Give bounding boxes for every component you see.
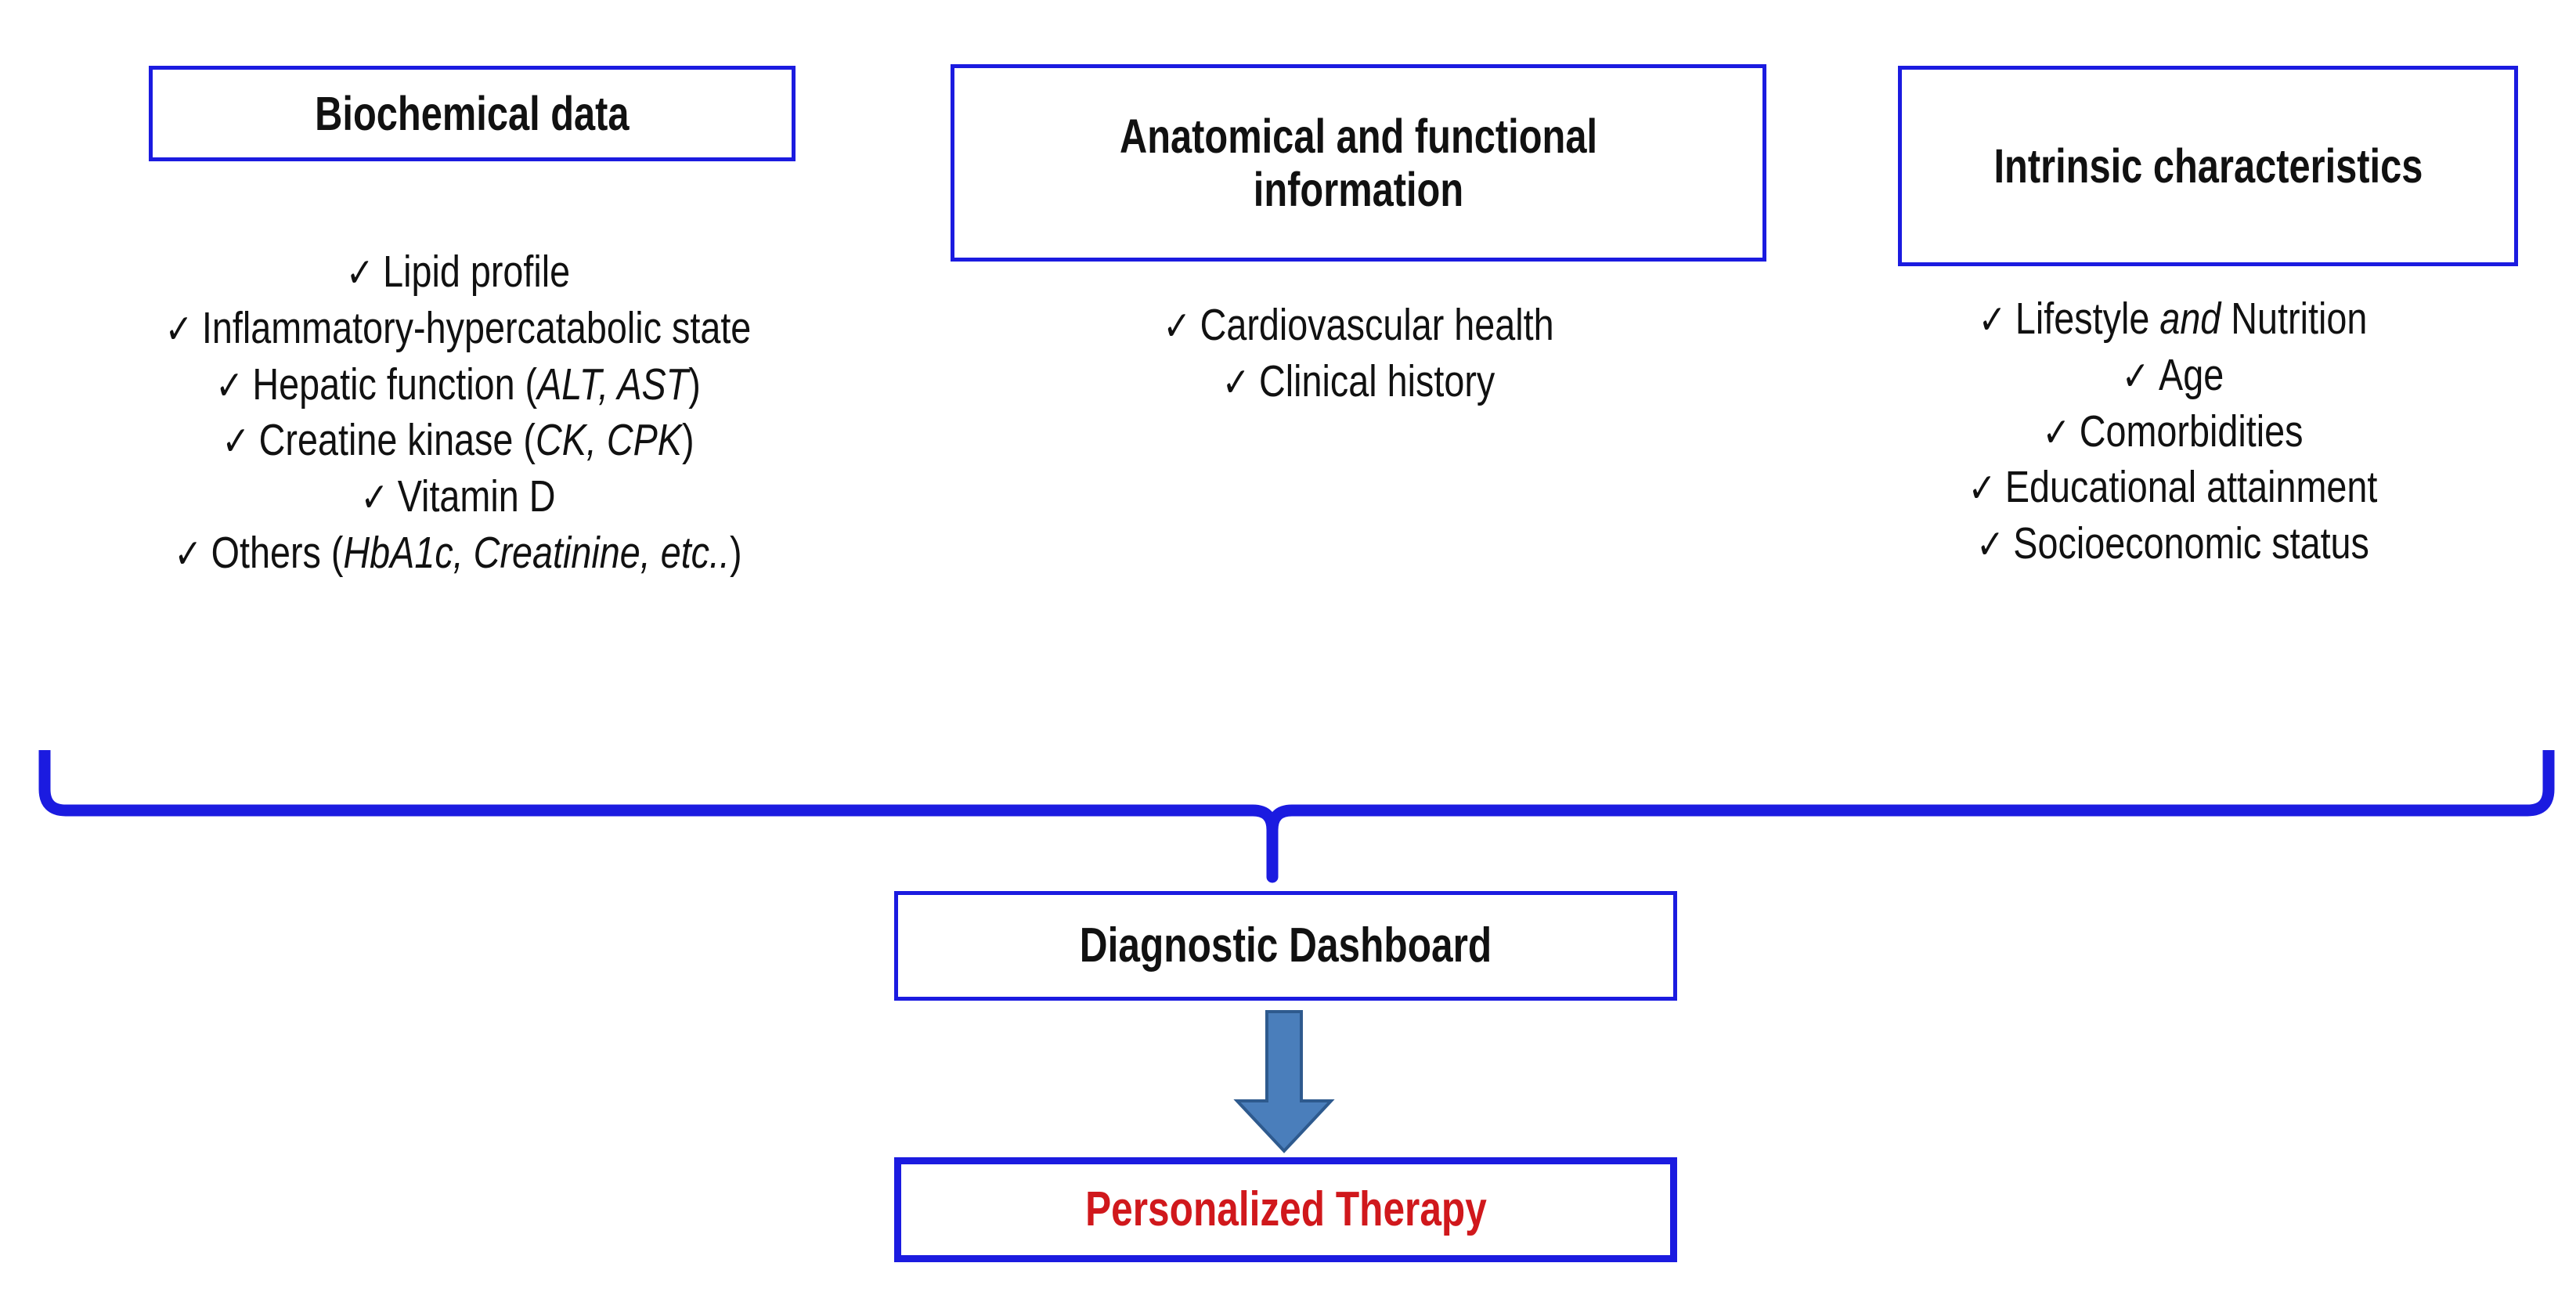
- list-item-label: Socioeconomic status: [2013, 518, 2369, 569]
- check-icon: ✓: [222, 418, 251, 466]
- list-biochemical-data: ✓Lipid profile✓Inflammatory-hypercatabol…: [0, 244, 916, 582]
- list-item-label: Lifestyle and Nutrition: [2015, 294, 2368, 344]
- check-icon: ✓: [2042, 409, 2071, 456]
- list-item: ✓Vitamin D: [82, 469, 833, 525]
- list-item: ✓Cardiovascular health: [1024, 298, 1693, 354]
- header-box-anatomical-functional-information: Anatomical and functional information: [951, 64, 1766, 262]
- list-anatomical-functional-information: ✓Cardiovascular health✓Clinical history: [951, 298, 1766, 410]
- check-icon: ✓: [1976, 521, 2004, 569]
- check-icon: ✓: [360, 474, 389, 522]
- check-icon: ✓: [1221, 359, 1250, 406]
- list-item: ✓Socioeconomic status: [1887, 516, 2459, 572]
- list-item: ✓Lipid profile: [82, 244, 833, 301]
- check-icon: ✓: [1978, 297, 2007, 344]
- list-item-label: Inflammatory-hypercatabolic state: [201, 302, 752, 353]
- list-item-label: Lipid profile: [383, 247, 571, 297]
- personalized-therapy-label: Personalized Therapy: [1084, 1182, 1487, 1237]
- check-icon: ✓: [1968, 465, 1997, 513]
- list-item-label: Educational attainment: [2004, 462, 2378, 513]
- check-icon: ✓: [1163, 303, 1192, 350]
- header-box-intrinsic-characteristics: Intrinsic characteristics: [1898, 66, 2518, 266]
- list-item: ✓Inflammatory-hypercatabolic state: [82, 301, 833, 357]
- header-box-intrinsic-characteristics-label: Intrinsic characteristics: [1993, 139, 2423, 193]
- list-intrinsic-characteristics: ✓Lifestyle and Nutrition✓Age✓Comorbiditi…: [1824, 291, 2521, 572]
- list-item-label: Hepatic function (ALT, AST): [252, 359, 701, 410]
- header-box-biochemical-data-label: Biochemical data: [315, 86, 630, 140]
- check-icon: ✓: [2121, 352, 2150, 400]
- list-item: ✓Educational attainment: [1887, 460, 2459, 516]
- diagnostic-dashboard-label: Diagnostic Dashboard: [1079, 918, 1492, 973]
- down-arrow-connector: [1233, 1010, 1335, 1153]
- check-icon: ✓: [174, 531, 203, 579]
- check-icon: ✓: [164, 305, 193, 353]
- list-item-label: Clinical history: [1258, 355, 1495, 406]
- list-item: ✓Clinical history: [1024, 354, 1693, 410]
- diagnostic-dashboard-box: Diagnostic Dashboard: [894, 891, 1677, 1001]
- list-item-label: Comorbidities: [2079, 406, 2304, 456]
- personalized-therapy-box: Personalized Therapy: [894, 1157, 1677, 1262]
- list-item: ✓Comorbidities: [1887, 404, 2459, 460]
- list-item: ✓Lifestyle and Nutrition: [1887, 291, 2459, 348]
- header-box-biochemical-data: Biochemical data: [149, 66, 796, 161]
- list-item: ✓Age: [1887, 348, 2459, 404]
- list-item-label: Cardiovascular health: [1200, 300, 1554, 350]
- check-icon: ✓: [215, 362, 244, 410]
- list-item-label: Age: [2159, 349, 2224, 400]
- list-item: ✓Hepatic function (ALT, AST): [82, 357, 833, 413]
- list-item-label: Vitamin D: [397, 471, 556, 522]
- list-item: ✓Others (HbA1c, Creatinine, etc..): [82, 525, 833, 582]
- list-item-label: Others (HbA1c, Creatinine, etc..): [211, 528, 742, 579]
- list-item-label: Creatine kinase (CK, CPK): [258, 415, 695, 466]
- header-box-anatomical-functional-information-label: Anatomical and functional information: [1119, 109, 1598, 216]
- list-item: ✓Creatine kinase (CK, CPK): [82, 413, 833, 469]
- check-icon: ✓: [345, 250, 374, 297]
- curly-brace-connector: [38, 750, 2555, 883]
